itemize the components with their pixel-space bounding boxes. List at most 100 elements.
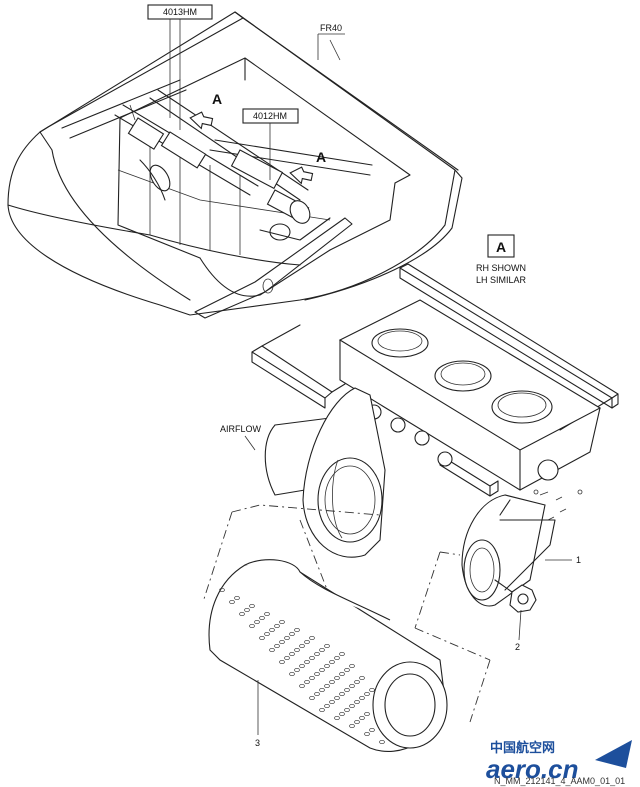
perforation-hole [339,671,345,677]
perforation-hole [309,695,315,701]
rh-shown-caption: RH SHOWN [476,263,526,273]
view-a-tag: A RH SHOWN LH SIMILAR [476,234,527,285]
perforation-hole [259,635,265,641]
view-arrow-a-1 [189,111,214,130]
perforation-hole [289,671,295,677]
view-letter-a-1: A [212,91,222,107]
perforation-hole [319,667,325,673]
duct-4013 [61,79,259,201]
perforation-hole [229,599,235,605]
perforation-hole [319,707,325,713]
perforation-hole [219,587,225,593]
perforation-hole [319,687,325,693]
perforation-hole [334,715,340,721]
perforation-hole [304,679,310,685]
perforation-hole [239,611,245,617]
item-1-leader: 1 [545,555,581,565]
airflow-label: AIRFLOW [220,424,262,434]
perforation-hole [299,663,305,669]
perforation-hole [309,635,315,641]
perforation-hole [354,679,360,685]
callout-FR40: FR40 [317,23,345,60]
perforation-hole [289,631,295,637]
perforation-hole [334,675,340,681]
perforation-hole [234,595,240,601]
view-a-tag-letter: A [496,239,506,255]
airflow-indicator: AIRFLOW [220,424,262,451]
perforation-hole [244,607,250,613]
perforation-hole [339,691,345,697]
perforation-hole [299,643,305,649]
perforation-hole [379,739,385,745]
perforation-hole [259,615,265,621]
perforation-hole [289,651,295,657]
callout-label-4013HM: 4013HM [163,7,197,17]
perforation-hole [279,619,285,625]
watermark-en-text: aero.cn [486,754,579,784]
perforation-hole [334,655,340,661]
perforation-hole [349,703,355,709]
perforation-hole [264,611,270,617]
perforation-hole [264,631,270,637]
perforation-hole [274,643,280,649]
perforation-hole [344,687,350,693]
perforation-hole [254,619,260,625]
perforation-hole [324,643,330,649]
callout-label-4012HM: 4012HM [253,111,287,121]
callout-4013HM: 4013HM [147,4,213,130]
perforation-hole [294,647,300,653]
perforation-hole [274,623,280,629]
perforation-hole [339,651,345,657]
filter-perforations [219,587,385,745]
item-2-label: 2 [515,642,520,652]
item-3-leader: 3 [255,680,260,748]
perforation-hole [314,671,320,677]
perforation-hole [359,675,365,681]
perforation-hole [349,663,355,669]
item-3-label: 3 [255,738,260,748]
perforation-hole [344,707,350,713]
perforation-hole [354,719,360,725]
perforation-hole [314,651,320,657]
frame-label: FR40 [320,23,342,33]
perforation-hole [329,679,335,685]
right-flange [461,494,556,607]
watermark-plane-icon [595,740,632,768]
watermark-cn-text: 中国航空网 [490,740,555,756]
perforation-hole [269,627,275,633]
perforation-hole [319,647,325,653]
perforation-hole [324,663,330,669]
clamp-knob [494,579,537,613]
view-arrow-a-2 [289,166,314,185]
perforation-hole [284,655,290,661]
perforation-hole [279,659,285,665]
perforation-hole [294,667,300,673]
item-2-leader: 2 [515,609,522,652]
perforation-hole [344,667,350,673]
item-1-label: 1 [576,555,581,565]
perforation-hole [249,623,255,629]
perforation-hole [269,647,275,653]
perforation-hole [364,691,370,697]
perforation-hole [314,691,320,697]
view-letter-a-2: A [316,149,326,165]
perforation-hole [364,731,370,737]
watermark: 中国航空网 aero.cn [486,740,632,784]
perforation-hole [364,711,370,717]
callout-4012HM: 4012HM [242,108,299,180]
perforation-hole [359,695,365,701]
perforation-hole [324,703,330,709]
perforation-hole [354,699,360,705]
fairing-structure [7,11,463,319]
perforation-hole [334,695,340,701]
perforation-hole [309,655,315,661]
perforation-hole [279,639,285,645]
perforation-hole [359,715,365,721]
lh-similar-caption: LH SIMILAR [476,275,527,285]
perforation-hole [324,683,330,689]
perforation-hole [329,659,335,665]
perforation-hole [309,675,315,681]
perforation-hole [349,723,355,729]
perforation-hole [329,699,335,705]
